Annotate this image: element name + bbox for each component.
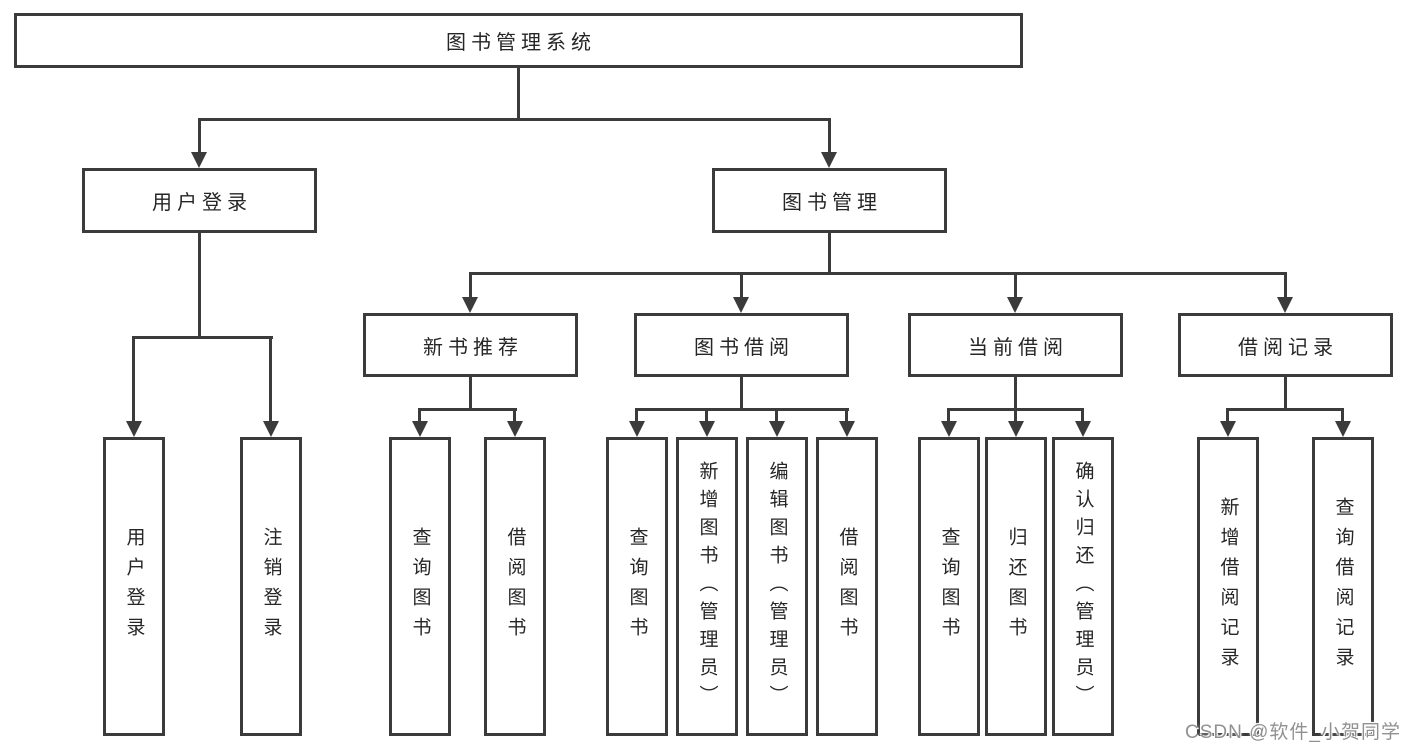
leaf-logout-label: 注销登录 xyxy=(260,526,282,647)
edge-to-new-book-line xyxy=(469,272,472,300)
leaf-query-borrow-record: 查询借阅记录 xyxy=(1312,437,1374,736)
arrowhead-to-book-borrow xyxy=(733,297,749,313)
leaf-query-book-1-label: 查询图书 xyxy=(409,526,431,647)
edge-to-leaf-edit-book-line xyxy=(775,408,778,423)
edge-to-leaf-query-book-2-line xyxy=(635,408,638,423)
edge-to-leaf-return-book-line xyxy=(1014,408,1017,423)
leaf-borrow-book-1-label: 借阅图书 xyxy=(504,526,526,647)
arrowhead-to-leaf-add-record xyxy=(1220,421,1236,437)
leaf-add-book-admin: 新增图书（管理员） xyxy=(676,437,738,736)
node-user-login-module: 用户登录 xyxy=(82,168,317,233)
edge-to-leaf-confirm-return-line xyxy=(1081,408,1084,423)
leaf-edit-book-admin-label: 编辑图书（管理员） xyxy=(766,460,788,713)
edge-root-drop-line xyxy=(517,68,520,121)
leaf-confirm-return-admin: 确认归还（管理员） xyxy=(1052,437,1114,736)
leaf-query-book-2-label: 查询图书 xyxy=(626,526,648,647)
arrowhead-to-borrow-record xyxy=(1277,297,1293,313)
edge-book-management-drop-line xyxy=(828,233,831,275)
node-library-system: 图书管理系统 xyxy=(14,13,1023,68)
leaf-query-book-3-label: 查询图书 xyxy=(938,526,960,647)
edge-new-book-drop-line xyxy=(469,377,472,411)
node-book-borrow: 图书借阅 xyxy=(634,313,849,377)
arrowhead-to-leaf-user-login xyxy=(126,421,142,437)
node-book-management: 图书管理 xyxy=(712,168,947,233)
edge-new-book-split-line xyxy=(419,408,517,411)
leaf-logout: 注销登录 xyxy=(240,437,302,736)
edge-to-book-management-line xyxy=(828,118,831,156)
arrowhead-to-leaf-logout xyxy=(263,421,279,437)
edge-borrow-record-split-line xyxy=(1227,408,1344,411)
edge-to-leaf-borrow-book-2-line xyxy=(845,408,848,423)
arrowhead-to-leaf-query-book-2 xyxy=(629,421,645,437)
edge-borrow-record-drop-line xyxy=(1284,377,1287,411)
edge-to-leaf-add-record-line xyxy=(1226,408,1229,423)
leaf-query-book-1: 查询图书 xyxy=(389,437,451,736)
edge-book-borrow-split-line xyxy=(636,408,849,411)
leaf-query-book-2: 查询图书 xyxy=(606,437,668,736)
edge-user-login-split-line xyxy=(133,336,273,339)
arrowhead-to-leaf-borrow-book-1 xyxy=(507,421,523,437)
edge-to-leaf-query-book-3-line xyxy=(947,408,950,423)
arrowhead-to-user-login xyxy=(191,152,207,168)
node-book-management-label: 图书管理 xyxy=(782,192,882,214)
arrowhead-to-leaf-borrow-book-2 xyxy=(839,421,855,437)
edge-to-current-borrow-line xyxy=(1014,272,1017,300)
node-current-borrow-label: 当前借阅 xyxy=(968,336,1068,359)
arrowhead-to-book-management xyxy=(821,152,837,168)
edge-to-leaf-borrow-book-1-line xyxy=(513,408,516,423)
leaf-query-borrow-record-label: 查询借阅记录 xyxy=(1332,496,1354,677)
leaf-borrow-book-2: 借阅图书 xyxy=(816,437,878,736)
node-library-system-label: 图书管理系统 xyxy=(446,32,596,54)
leaf-add-book-admin-label: 新增图书（管理员） xyxy=(696,460,718,713)
node-borrow-record: 借阅记录 xyxy=(1178,313,1393,377)
leaf-edit-book-admin: 编辑图书（管理员） xyxy=(746,437,808,736)
edge-to-leaf-add-book-line xyxy=(705,408,708,423)
node-borrow-record-label: 借阅记录 xyxy=(1238,336,1338,359)
edge-level3-split-line xyxy=(470,272,1287,275)
csdn-watermark: CSDN @软件_小贺同学 xyxy=(1185,722,1401,743)
arrowhead-to-leaf-confirm-return xyxy=(1075,421,1091,437)
edge-to-leaf-logout-line xyxy=(269,336,272,423)
arrowhead-to-leaf-edit-book xyxy=(769,421,785,437)
arrowhead-to-new-book xyxy=(462,297,478,313)
edge-book-borrow-drop-line xyxy=(740,377,743,411)
node-book-borrow-label: 图书借阅 xyxy=(694,336,794,359)
node-current-borrow: 当前借阅 xyxy=(908,313,1123,377)
leaf-confirm-return-admin-label: 确认归还（管理员） xyxy=(1072,460,1094,713)
leaf-borrow-book-2-label: 借阅图书 xyxy=(836,526,858,647)
edge-to-leaf-query-record-line xyxy=(1341,408,1344,423)
leaf-return-book: 归还图书 xyxy=(985,437,1047,736)
arrowhead-to-leaf-add-book xyxy=(699,421,715,437)
edge-to-user-login-line xyxy=(198,118,201,156)
arrowhead-to-current-borrow xyxy=(1007,297,1023,313)
leaf-add-borrow-record: 新增借阅记录 xyxy=(1197,437,1259,736)
leaf-user-login: 用户登录 xyxy=(103,437,165,736)
arrowhead-to-leaf-query-book-1 xyxy=(412,421,428,437)
leaf-add-borrow-record-label: 新增借阅记录 xyxy=(1217,496,1239,677)
edge-to-leaf-query-book-1-line xyxy=(418,408,421,423)
arrowhead-to-leaf-query-record xyxy=(1335,421,1351,437)
edge-root-split-line xyxy=(198,118,831,121)
leaf-user-login-label: 用户登录 xyxy=(123,526,145,647)
node-new-book-recommend: 新书推荐 xyxy=(363,313,578,377)
edge-to-leaf-user-login-line xyxy=(132,336,135,423)
arrowhead-to-leaf-return-book xyxy=(1008,421,1024,437)
leaf-borrow-book-1: 借阅图书 xyxy=(484,437,546,736)
edge-to-book-borrow-line xyxy=(740,272,743,300)
node-user-login-label: 用户登录 xyxy=(152,192,252,214)
leaf-query-book-3: 查询图书 xyxy=(918,437,980,736)
leaf-return-book-label: 归还图书 xyxy=(1005,526,1027,647)
arrowhead-to-leaf-query-book-3 xyxy=(941,421,957,437)
node-new-book-recommend-label: 新书推荐 xyxy=(423,336,523,359)
edge-to-borrow-record-line xyxy=(1284,272,1287,300)
edge-user-login-drop-line xyxy=(198,233,201,339)
edge-current-borrow-drop-line xyxy=(1014,377,1017,411)
